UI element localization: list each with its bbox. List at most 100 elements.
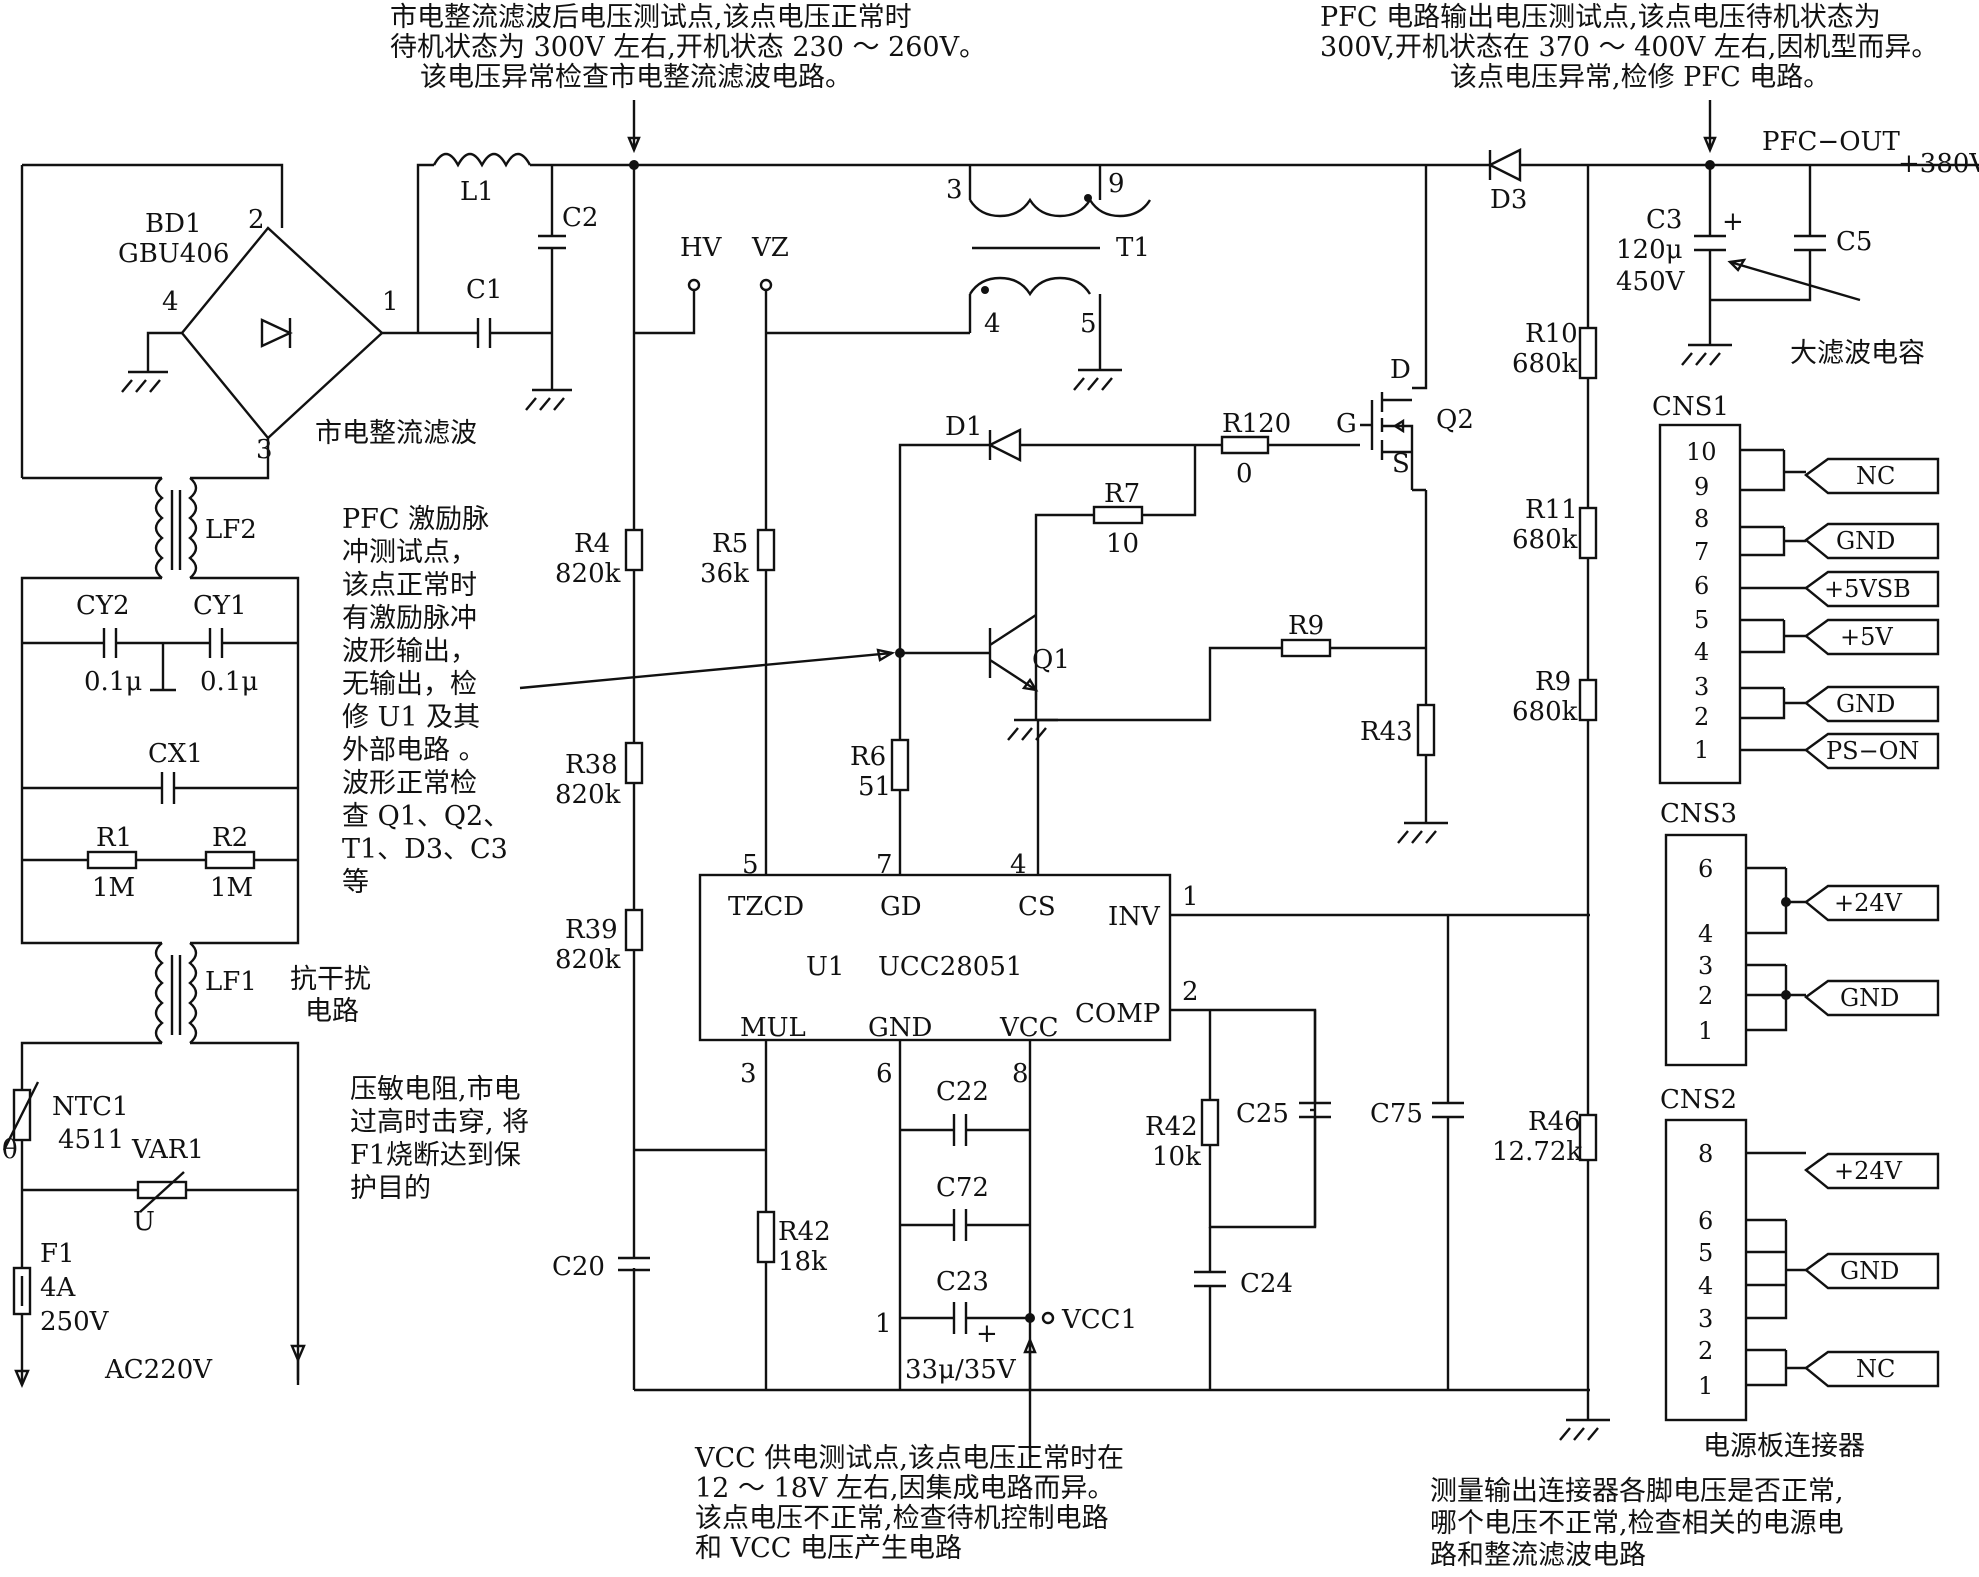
label-c20: C20	[552, 1252, 605, 1282]
cns3-signal-24v: +24V	[1834, 889, 1903, 917]
pfc-output	[1036, 100, 1979, 1441]
big-cap-caption: 大滤波电容	[1790, 338, 1925, 369]
label-lf2: LF2	[205, 515, 257, 545]
label-vcc1: VCC1	[1061, 1305, 1137, 1335]
label-r6-value: 51	[858, 772, 891, 802]
label-r2-value: 1M	[210, 873, 253, 903]
label-pfc-out: PFC−OUT	[1762, 127, 1900, 157]
label-pin-num7: 7	[876, 850, 893, 880]
cns2-pin-8: 8	[1698, 1140, 1713, 1168]
cns1-pin-1: 1	[1694, 736, 1709, 764]
label-pin-num8: 8	[1012, 1059, 1029, 1089]
label-drain: D	[1390, 355, 1411, 385]
label-cy2-value: 0.1μ	[84, 667, 142, 697]
label-c23-pin: 1	[875, 1309, 892, 1339]
vcc-note-line1: VCC 供电测试点,该点电压正常时在	[694, 1443, 1124, 1474]
label-380v: +380V	[1898, 149, 1979, 179]
input-filter-section	[2, 163, 306, 1389]
label-u1: U1	[806, 952, 844, 982]
cns2-pin-2: 2	[1698, 1337, 1713, 1365]
label-var1: VAR1	[131, 1135, 204, 1165]
label-bd-pin2: 2	[248, 205, 265, 235]
cns2-signal-nc: NC	[1856, 1355, 1895, 1383]
label-l1: L1	[460, 177, 494, 207]
label-c24: C24	[1240, 1269, 1293, 1299]
label-t1-pin5: 5	[1080, 309, 1097, 339]
drive-note-line9: 波形正常检	[342, 768, 477, 799]
label-r46: R46	[1528, 1107, 1581, 1137]
label-lf1: LF1	[205, 967, 257, 997]
cns2-signal-24v: +24V	[1834, 1157, 1903, 1185]
cns1-pin-10: 10	[1686, 438, 1717, 466]
cns1-tags	[1804, 457, 1940, 770]
cns3-pin-2: 2	[1698, 982, 1713, 1010]
conn-note-line3: 路和整流滤波电路	[1430, 1540, 1646, 1571]
label-q2: Q2	[1436, 405, 1474, 435]
label-r120-value: 0	[1236, 459, 1253, 489]
label-cy2: CY2	[76, 591, 130, 621]
drive-note-line6: 无输出，检	[342, 669, 477, 700]
cns3-pin-1: 1	[1698, 1017, 1713, 1045]
cns1-pin-9: 9	[1694, 473, 1709, 501]
label-pin-gnd: GND	[868, 1013, 932, 1043]
label-theta: θ	[2, 1135, 18, 1165]
label-pin-comp: COMP	[1075, 999, 1160, 1029]
label-r5-value: 36k	[700, 559, 749, 589]
connectors	[1658, 423, 1940, 1422]
label-gate: G	[1336, 409, 1357, 439]
label-c2: C2	[562, 203, 598, 233]
var-note-line3: F1烧断达到保	[350, 1140, 521, 1171]
label-r9-divider-value: 680k	[1512, 697, 1578, 727]
label-d3: D3	[1490, 185, 1527, 215]
label-q1: Q1	[1032, 645, 1070, 675]
emi-caption-line1: 抗干扰	[290, 964, 371, 995]
cns2-pin-4: 4	[1698, 1272, 1713, 1300]
drive-note-line2: 冲测试点，	[342, 537, 477, 568]
label-bd-pin1: 1	[382, 287, 399, 317]
label-ucc28051: UCC28051	[878, 952, 1022, 982]
label-r10-value: 680k	[1512, 349, 1578, 379]
label-f1-voltage: 250V	[40, 1307, 110, 1337]
rect-note-line2: 待机状态为 300V 左右,开机状态 230 ～ 260V。	[390, 32, 986, 63]
cns1-signal-nc: NC	[1856, 462, 1895, 490]
label-d1: D1	[945, 412, 982, 442]
label-pin-gd: GD	[880, 892, 922, 922]
label-c5: C5	[1836, 227, 1872, 257]
drive-note-line8: 外部电路 。	[342, 735, 486, 766]
cns1-signal-gnd-2: GND	[1836, 690, 1895, 718]
component-labels: BD1 GBU406 2 4 1 3 L1 C1 C2 HV VZ T1 3 9…	[2, 127, 1979, 1385]
label-r9-sense: R9	[1288, 611, 1324, 641]
drive-note-line1: PFC 激励脉	[342, 504, 489, 535]
label-r1-value: 1M	[92, 873, 135, 903]
conn-note-line2: 哪个电压不正常,检查相关的电源电	[1430, 1508, 1844, 1539]
cns1-pin-6: 6	[1694, 572, 1709, 600]
transformer-t1	[968, 165, 1152, 391]
label-r9-divider: R9	[1535, 667, 1571, 697]
label-bd-pin3: 3	[256, 435, 273, 465]
label-vz: VZ	[751, 233, 789, 263]
cns2-pin-6: 6	[1698, 1207, 1713, 1235]
label-r42-comp-value: 10k	[1152, 1142, 1201, 1172]
label-c3-plus: +	[1722, 207, 1744, 237]
label-r39-value: 820k	[555, 945, 621, 975]
label-source: S	[1392, 449, 1410, 479]
label-pin-inv: INV	[1108, 902, 1161, 932]
pfc-note-line1: PFC 电路输出电压测试点,该点电压待机状态为	[1320, 2, 1881, 33]
cns1-pin-8: 8	[1694, 505, 1709, 533]
drive-note-line4: 有激励脉冲	[342, 603, 477, 634]
label-bd1: BD1	[145, 209, 202, 239]
label-r38: R38	[565, 750, 618, 780]
connector-caption: 电源板连接器	[1703, 1431, 1865, 1462]
label-pin-num6: 6	[876, 1059, 893, 1089]
var-note-line2: 过高时击穿, 将	[350, 1107, 529, 1138]
label-bd-pin4: 4	[162, 287, 179, 317]
label-r5: R5	[712, 529, 748, 559]
label-r38-value: 820k	[555, 780, 621, 810]
drive-note-line10: 查 Q1、Q2、	[342, 801, 510, 832]
drive-note-line3: 该点正常时	[342, 570, 477, 601]
label-pin-mul: MUL	[740, 1013, 806, 1043]
label-ac220v: AC220V	[104, 1355, 213, 1385]
label-ntc-value: 4511	[58, 1125, 124, 1155]
label-c23: C23	[936, 1267, 989, 1297]
cns2-signal-gnd: GND	[1840, 1257, 1899, 1285]
